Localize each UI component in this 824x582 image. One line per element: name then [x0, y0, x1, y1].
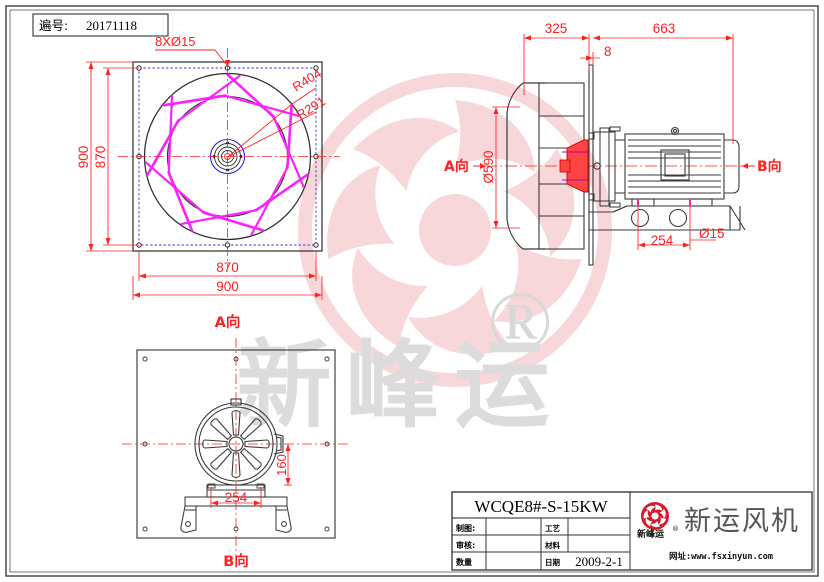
bottom-dim-base-width: 254: [225, 490, 248, 505]
front-view: 8XØ15 R404 R291 900 870: [76, 34, 340, 331]
bottom-dim-160: [284, 444, 292, 486]
side-dim-663: [593, 34, 734, 144]
side-dim-325: [523, 34, 590, 95]
side-dim-base-width: 254: [651, 233, 674, 248]
sheet-border: [5, 5, 819, 577]
title-block-grid: [452, 492, 631, 570]
motor-body: [624, 126, 740, 207]
doc-number-label: 遍号:: [39, 18, 68, 33]
front-dim-height-inner: 870: [93, 146, 108, 169]
front-horizontal-dims: [132, 251, 323, 300]
row-label-drawn: 制图:: [456, 523, 475, 533]
bottom-view: 254 160 B向: [122, 338, 350, 570]
side-dim-casing-depth: 325: [545, 21, 568, 36]
bottom-dim-254: [210, 487, 262, 508]
title-block: WCQE8#-S-15KW 制图: 审核: 数量 工艺 材料 日期 2009-2…: [451, 491, 813, 571]
view-arrow-b: B向: [742, 158, 782, 175]
hole-callout-label: 8XØ15: [155, 34, 195, 49]
shaft-hub-cone: [559, 139, 589, 193]
side-dim-plate-thickness: 8: [604, 44, 612, 59]
watermark-layer: ® 新峰运: [236, 73, 612, 441]
side-dim-590: [492, 106, 520, 229]
bottom-base-frame: [180, 484, 292, 533]
side-dim-motor-length: 663: [653, 21, 676, 36]
side-dim-254: [637, 200, 691, 250]
radius-outer-label: R404: [290, 65, 324, 94]
company-website: 网址:www.fsxinyun.com: [669, 551, 773, 562]
base-frame: [588, 205, 746, 231]
doc-number-box: 遍号: 20171118: [32, 13, 169, 37]
row-label-checked: 审核:: [456, 540, 475, 550]
front-vertical-dims: [86, 61, 139, 252]
doc-number-value: 20171118: [86, 18, 137, 33]
model-name: WCQE8#-S-15KW: [474, 497, 608, 516]
base-bolts: [637, 199, 691, 206]
center-text-watermark: 新峰运: [236, 331, 563, 441]
front-view-label: A向: [215, 313, 241, 331]
radius-inner-label: R291: [294, 93, 328, 122]
hole-callout: [155, 49, 231, 67]
radius-leaders: [227, 87, 317, 158]
row-label-material: 材料: [545, 540, 560, 550]
side-dim-inlet-diameter: Ø590: [481, 150, 496, 183]
front-dim-width-inner: 870: [216, 260, 239, 275]
row-label-quantity: 数量: [456, 557, 472, 567]
bearing-housing: [588, 126, 625, 208]
company-mark: 新峰运: [637, 528, 665, 540]
front-dim-height-outer: 900: [76, 146, 91, 169]
row-value-date: 2009-2-1: [575, 554, 623, 569]
bottom-dim-base-height: 160: [274, 454, 289, 476]
side-view: 325 663 8 Ø590: [444, 21, 782, 266]
registered-watermark: ®: [487, 273, 552, 369]
side-dim-8: [580, 52, 600, 64]
front-dim-width-outer: 900: [216, 279, 239, 294]
view-arrow-b-label: B向: [757, 158, 782, 175]
view-arrow-a: A向: [444, 158, 486, 175]
bottom-center-lines: [122, 338, 350, 566]
row-label-process: 工艺: [545, 523, 560, 533]
company-logo: [641, 502, 669, 530]
company-name: 新运风机: [684, 506, 800, 537]
row-label-date: 日期: [545, 557, 560, 567]
impeller-blades: [144, 73, 309, 236]
bottom-view-label: B向: [223, 552, 249, 570]
registered-symbol: ®: [672, 525, 679, 533]
view-arrow-a-label: A向: [444, 158, 469, 175]
bottom-base-bolts: [207, 483, 265, 489]
side-dim-base-hole: Ø15: [699, 226, 725, 241]
